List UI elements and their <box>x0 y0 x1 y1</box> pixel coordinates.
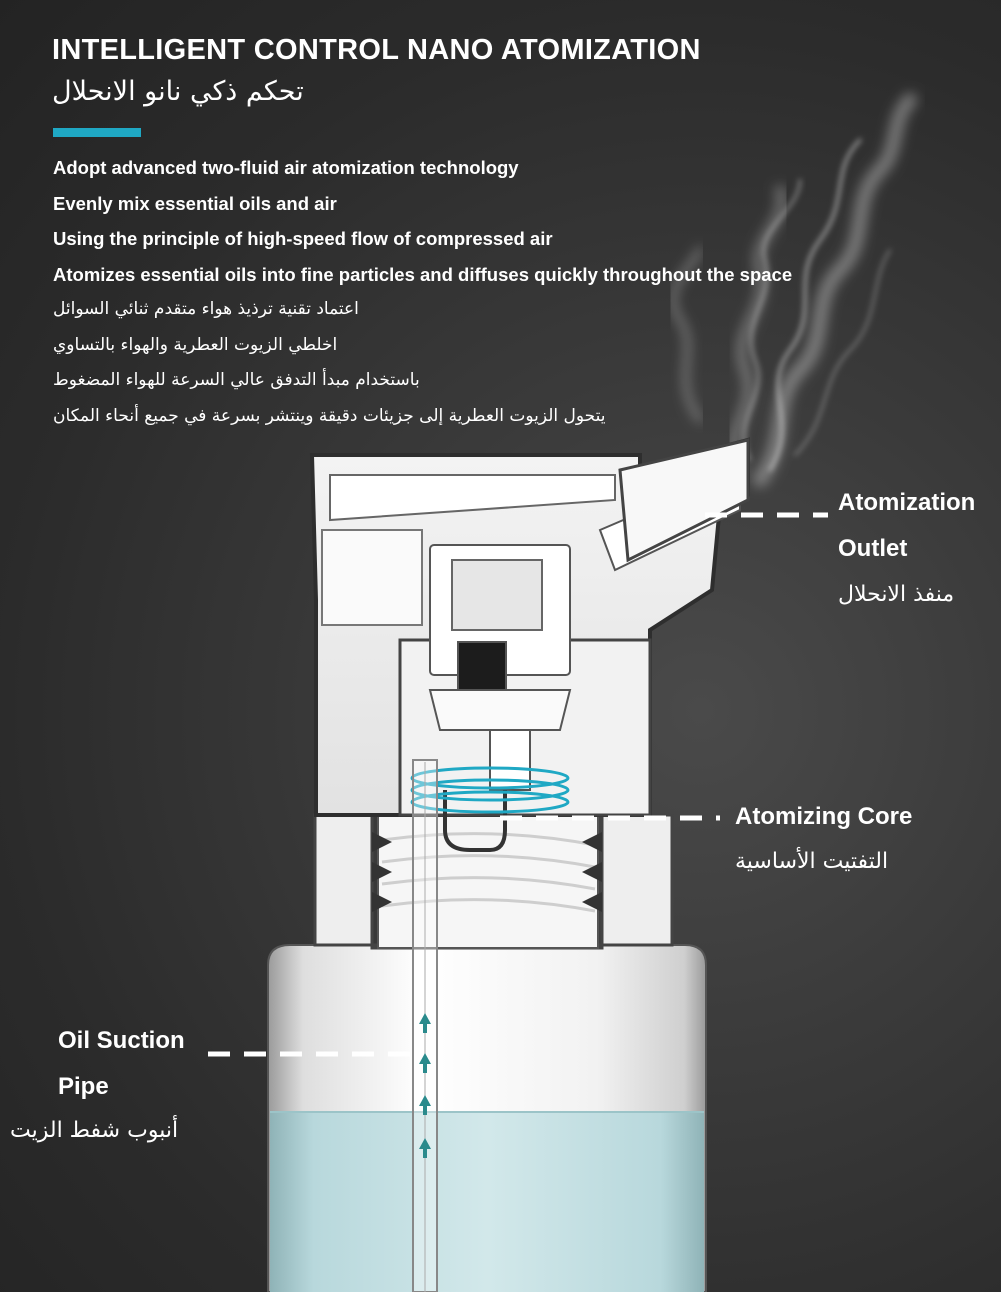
callout-oil-suction-pipe: Oil Suction Pipe أنبوب شفط الزيت <box>10 1018 185 1143</box>
flow-arrow-up-icon <box>419 1013 431 1158</box>
feature-item-arabic: يتحول الزيوت العطرية إلى جزيئات دقيقة وي… <box>53 405 606 426</box>
callout-atomization-outlet: Atomization Outlet منفذ الانحلال <box>838 480 975 607</box>
callout-label: Pipe <box>58 1073 109 1100</box>
feature-item: Atomizes essential oils into fine partic… <box>53 263 793 285</box>
feature-item-arabic: اعتماد تقنية ترذيذ هواء متقدم ثنائي السو… <box>53 299 359 319</box>
thread-teeth <box>372 832 602 912</box>
callout-label: Atomization <box>838 489 976 516</box>
accent-bar <box>53 128 141 137</box>
feature-list: Adopt advanced two-fluid air atomization… <box>53 156 792 298</box>
feature-item-arabic: باستخدام مبدأ التدفق عالي السرعة للهواء … <box>53 370 420 390</box>
callout-label: Oil Suction <box>58 1027 185 1054</box>
feature-item: Adopt advanced two-fluid air atomization… <box>53 157 519 178</box>
feature-item: Evenly mix essential oils and air <box>53 192 337 214</box>
feature-item-arabic: اخلطي الزيوت العطرية والهواء بالتساوي <box>53 334 338 355</box>
atomizer-chamber <box>457 641 507 693</box>
callout-label: Outlet <box>838 535 908 562</box>
atomization-outlet <box>618 438 750 563</box>
feature-list-arabic: اعتماد تقنية ترذيذ هواء متقدم ثنائي السو… <box>53 297 606 439</box>
page-title-arabic: تحكم ذكي نانو الانحلال <box>52 76 304 107</box>
callout-label: Atomizing Core <box>735 803 913 830</box>
essential-oil-liquid <box>270 1112 704 1292</box>
callout-label-arabic: أنبوب شفط الزيت <box>10 1118 179 1143</box>
page-title: INTELLIGENT CONTROL NANO ATOMIZATION <box>52 34 701 66</box>
smoke-plume-icon <box>670 93 917 487</box>
callout-label-arabic: منفذ الانحلال <box>838 582 955 607</box>
callout-atomizing-core: Atomizing Core التفتيت الأساسية <box>735 803 912 874</box>
callout-label-arabic: التفتيت الأساسية <box>735 849 889 874</box>
feature-item: Using the principle of high-speed flow o… <box>53 228 553 249</box>
